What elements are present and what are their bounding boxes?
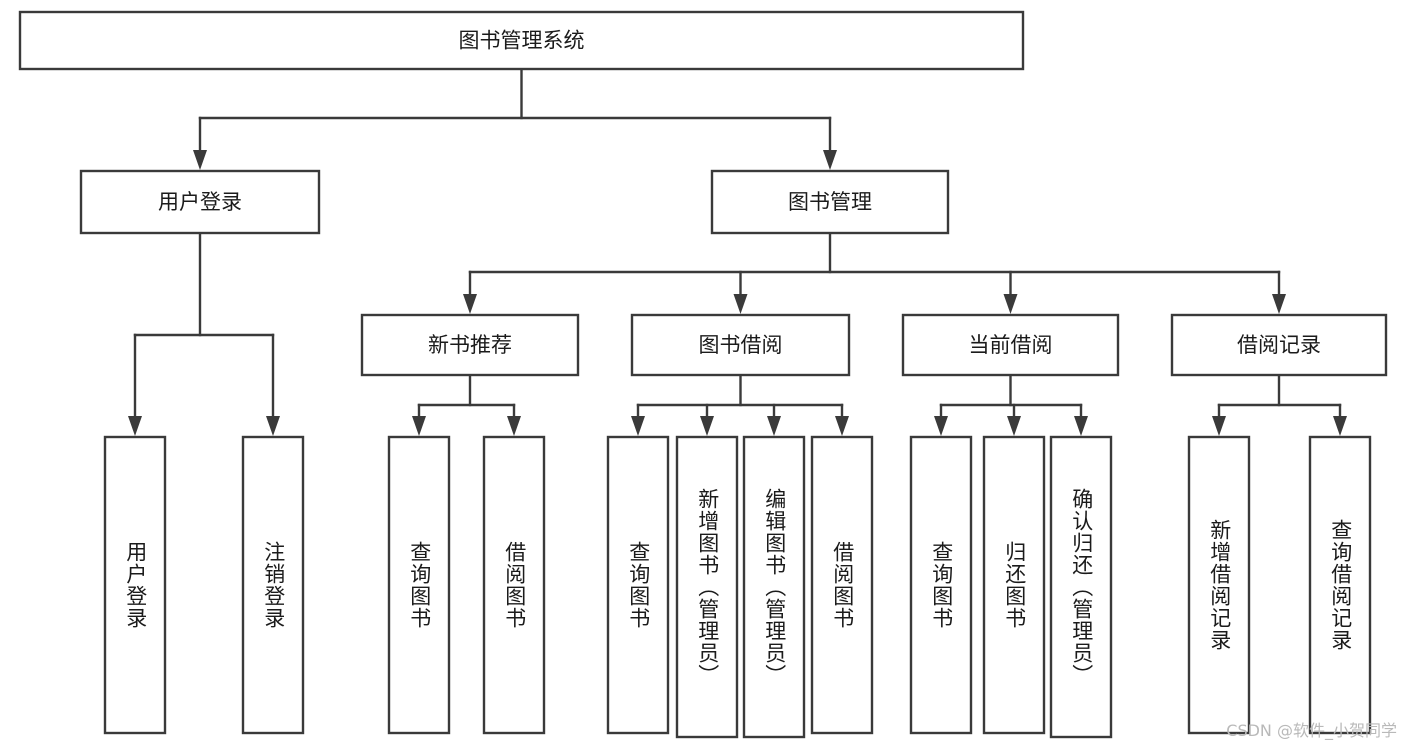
node-box-leaf-edit-book-admin[interactable]: [742, 435, 806, 739]
arrow-head-leaf-borrow-book: [835, 416, 849, 436]
csdn-watermark: CSDN @软件_小贺同学: [1226, 721, 1397, 740]
node-label-current-borrow: 当前借阅: [969, 333, 1053, 357]
node-box-user-login[interactable]: [79, 169, 321, 235]
arrow-head-current-borrow: [1003, 294, 1018, 314]
arrow-head-leaf-confirm-return-admin: [1074, 416, 1088, 436]
node-box-leaf-query-book-recommend[interactable]: [387, 435, 451, 735]
arrow-head-leaf-add-book-admin: [700, 416, 714, 436]
connector-layer: [128, 67, 1347, 436]
node-box-leaf-query-book-borrow[interactable]: [606, 435, 670, 735]
arrow-head-book-borrow: [733, 294, 748, 314]
arrow-head-leaf-add-borrow-record: [1212, 416, 1226, 436]
node-box-new-book-recommend[interactable]: [360, 313, 580, 377]
node-box-leaf-user-login[interactable]: [103, 435, 167, 735]
arrow-head-leaf-query-book-current: [934, 416, 948, 436]
arrow-head-leaf-edit-book-admin: [767, 416, 781, 436]
node-box-leaf-add-borrow-record[interactable]: [1187, 435, 1251, 735]
arrow-head-leaf-query-book-recommend: [412, 416, 426, 436]
node-box-leaf-logout-login[interactable]: [241, 435, 305, 735]
node-box-leaf-borrow-book[interactable]: [810, 435, 874, 735]
arrow-head-borrow-record: [1272, 294, 1286, 314]
node-box-leaf-return-book[interactable]: [982, 435, 1046, 735]
arrow-head-leaf-user-login: [128, 416, 142, 436]
arrow-head-leaf-query-book-borrow: [631, 416, 645, 436]
node-box-root[interactable]: [18, 10, 1025, 71]
arrow-head-leaf-borrow-book-recommend: [507, 416, 521, 436]
arrow-head-leaf-return-book: [1007, 416, 1021, 436]
node-label-root: 图书管理系统: [459, 29, 585, 53]
arrow-head-user-login: [193, 150, 207, 170]
node-label-user-login: 用户登录: [158, 190, 242, 214]
node-label-borrow-record: 借阅记录: [1237, 333, 1321, 357]
node-label-book-manage: 图书管理: [788, 190, 872, 214]
node-box-leaf-add-book-admin[interactable]: [675, 435, 739, 739]
arrow-head-new-book-recommend: [463, 294, 477, 314]
node-box-layer: [18, 10, 1388, 739]
arrow-head-leaf-query-borrow-record: [1333, 416, 1347, 436]
node-box-leaf-confirm-return-admin[interactable]: [1049, 435, 1113, 739]
arrow-head-leaf-logout-login: [266, 416, 280, 436]
node-box-leaf-borrow-book-recommend[interactable]: [482, 435, 546, 735]
arrow-head-book-manage: [823, 150, 837, 170]
node-box-book-borrow[interactable]: [630, 313, 851, 377]
node-box-current-borrow[interactable]: [901, 313, 1120, 377]
node-label-new-book-recommend: 新书推荐: [428, 333, 512, 357]
node-box-leaf-query-book-current[interactable]: [909, 435, 973, 735]
node-box-leaf-query-borrow-record[interactable]: [1308, 435, 1372, 735]
node-box-book-manage[interactable]: [710, 169, 950, 235]
node-box-borrow-record[interactable]: [1170, 313, 1388, 377]
node-label-book-borrow: 图书借阅: [699, 333, 783, 357]
